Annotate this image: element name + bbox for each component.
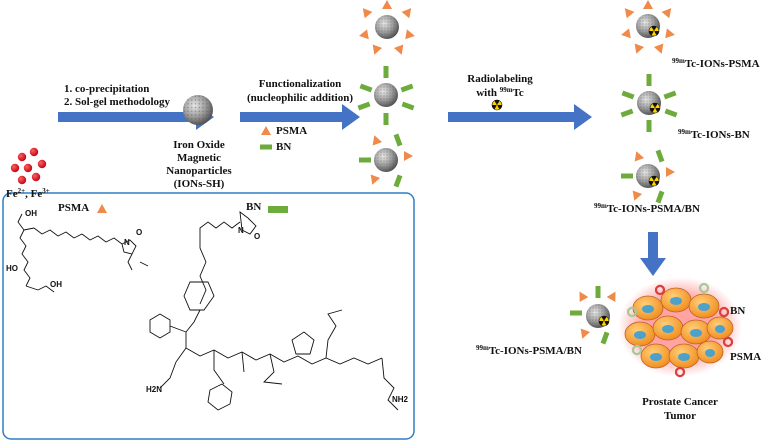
atom-o-1: O [136, 228, 143, 237]
np-bn-radiolabeled [620, 74, 678, 132]
legend-psma-label: PSMA [276, 125, 308, 137]
tumor-bn-label: BN [730, 305, 746, 317]
product-bn-label: 99mTc-IONs-BN [678, 128, 750, 142]
step3-line1: Radiolabeling [467, 73, 533, 85]
np-psma-radiolabeled [620, 0, 676, 56]
step2-line1: Functionalization [258, 78, 342, 90]
step3-line2: with 99mTc [476, 86, 524, 100]
product-dual-bottom-label: 99mTc-IONs-PSMA/BN [476, 344, 582, 358]
product-psma-label: 99mTc-IONs-PSMA [672, 57, 760, 71]
legend-bn-label: BN [276, 141, 292, 153]
iron-ions-cluster [10, 147, 47, 185]
prostate-tumor [618, 277, 742, 378]
product-dual-label: 99mTc-IONs-PSMA/BN [594, 202, 700, 216]
psma-structure [17, 213, 149, 293]
bn-structure [149, 211, 399, 411]
step2-line2: (nucleophilic addition) [246, 92, 354, 104]
step1-line2: 2. Sol-gel methodology [64, 96, 171, 108]
psma-structure-title: PSMA [58, 202, 90, 214]
nanoparticle-label-2: Magnetic [177, 152, 221, 164]
nanoparticle-label-1: Iron Oxide [173, 139, 225, 151]
np-dual-functionalized [359, 133, 413, 188]
iron-ions-label: Fe2+, Fe3+ [6, 187, 50, 201]
atom-ho: HO [6, 264, 18, 273]
tumor-title-1: Prostate Cancer [642, 396, 718, 408]
np-bn-functionalized [357, 66, 415, 125]
atom-n-1: N [124, 238, 130, 247]
nanoparticle-label-3: Nanoparticles [166, 165, 232, 177]
step1-line1: 1. co-precipitation [64, 83, 150, 95]
atom-n-2: N [238, 226, 244, 235]
np-dual-radiolabeled [621, 149, 675, 204]
tumor-psma-label: PSMA [730, 351, 762, 363]
nanoparticle-label-4: (IONs-SH) [173, 178, 225, 190]
atom-nh2-bn: NH2 [392, 395, 409, 404]
atom-oh-2: OH [50, 280, 62, 289]
atom-o-2: O [254, 232, 261, 241]
bn-structure-title: BN [246, 201, 262, 213]
atom-h2n-bn: H2N [146, 385, 163, 394]
np-psma-functionalized [358, 0, 416, 57]
atom-oh: OH [25, 209, 37, 218]
np-dual-near-tumor [570, 286, 620, 345]
process-arrows [58, 104, 666, 276]
tumor-title-2: Tumor [664, 410, 696, 422]
structures-box [2, 192, 415, 440]
